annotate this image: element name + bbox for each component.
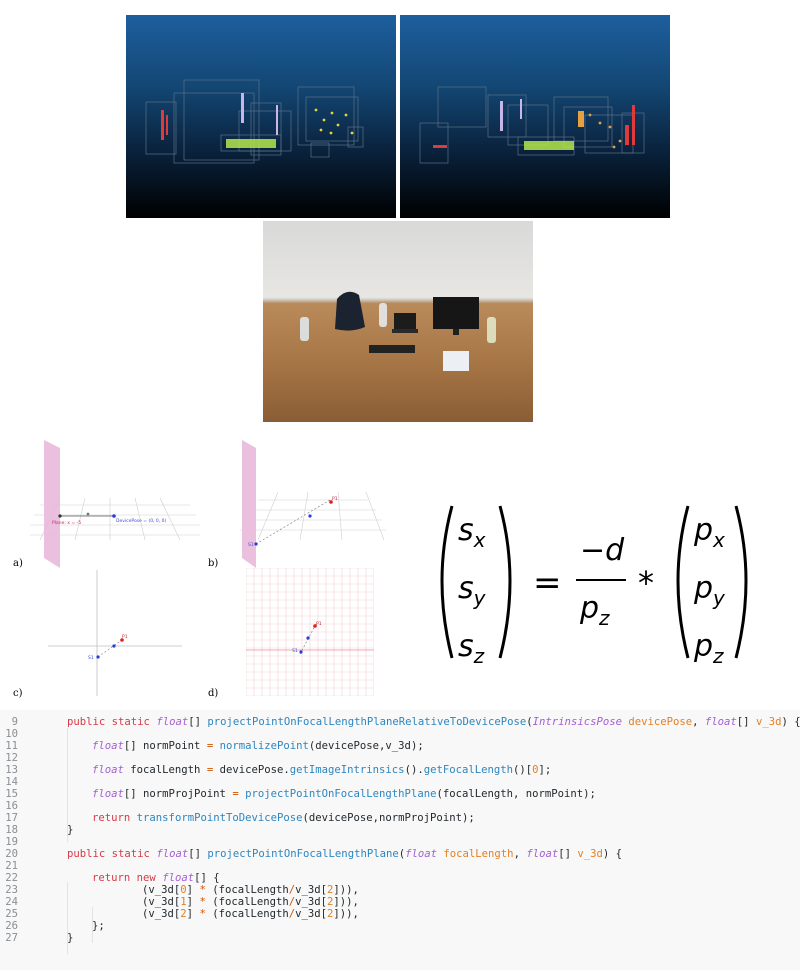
code-text: (v_3d[1] * (focalLength/v_3d[2])),	[142, 896, 359, 908]
equation-operator: *	[638, 564, 654, 602]
code-text: public static float[] projectPointOnFoca…	[67, 716, 800, 728]
code-text: }	[67, 932, 74, 944]
point-cloud-right-svg	[419, 86, 645, 164]
code-line: 13 float focalLength = devicePose.getImag…	[0, 764, 800, 776]
equation-numerator: −d	[580, 533, 625, 568]
room-photo	[263, 221, 533, 422]
rhs-1: py	[693, 571, 726, 610]
code-listing: 9 public static float[] projectPointOnFoc…	[0, 710, 800, 970]
line-number: 12	[5, 752, 18, 764]
line-number: 21	[5, 860, 18, 872]
projection-equation-svg: sx sy sz px py pz −d pz = *	[440, 505, 748, 668]
plane-label: Plane: x = -5	[52, 520, 81, 526]
code-line: 19	[0, 836, 800, 848]
code-text: }	[67, 824, 74, 836]
line-number: 10	[5, 728, 18, 740]
subfigure-d: S1 P1	[246, 568, 374, 696]
line-number: 24	[5, 896, 18, 908]
line-number: 16	[5, 800, 18, 812]
svg-text:=: =	[533, 563, 562, 603]
code-line: 22 return new float[] {	[0, 872, 800, 884]
code-line: 25 (v_3d[2] * (focalLength/v_3d[2])),	[0, 908, 800, 920]
code-text: float[] normProjPoint = projectPointOnFo…	[92, 788, 596, 800]
code-line: 11 float[] normPoint = normalizePoint(dev…	[0, 740, 800, 752]
code-text: };	[92, 920, 105, 932]
line-number: 9	[11, 716, 18, 728]
sublabel-b: b)	[208, 558, 219, 569]
code-line: 21	[0, 860, 800, 872]
code-line: 12	[0, 752, 800, 764]
lhs-0: sx	[458, 513, 486, 552]
subfigure-a-svg: Plane: x = -5 DevicePose = (0, 0, 0)	[30, 440, 200, 568]
line-number: 15	[5, 788, 18, 800]
code-text: return transformPointToDevicePose(device…	[92, 812, 475, 824]
code-text: float[] normPoint = normalizePoint(devic…	[92, 740, 424, 752]
line-number: 19	[5, 836, 18, 848]
code-text: return new float[] {	[92, 872, 220, 884]
code-line: 9 public static float[] projectPointOnFoc…	[0, 716, 800, 728]
sublabel-d: d)	[208, 688, 219, 699]
code-line: 15 float[] normProjPoint = projectPointOn…	[0, 788, 800, 800]
code-text: (v_3d[2] * (focalLength/v_3d[2])),	[142, 908, 359, 920]
room-photo-svg	[300, 291, 496, 371]
indent-guide	[67, 728, 68, 842]
line-number: 13	[5, 764, 18, 776]
subfigure-c: S1 P1	[40, 568, 190, 698]
point-cloud-left	[126, 15, 396, 218]
subfigure-b-svg: S1 P1	[240, 440, 386, 568]
code-line: 26};	[0, 920, 800, 932]
code-line: 23 (v_3d[0] * (focalLength/v_3d[2])),	[0, 884, 800, 896]
code-line: 18}	[0, 824, 800, 836]
line-number: 11	[5, 740, 18, 752]
subfigure-b: S1 P1	[238, 430, 388, 570]
code-text: public static float[] projectPointOnFoca…	[67, 848, 623, 860]
sublabel-c: c)	[13, 688, 23, 699]
indent-guide	[92, 907, 93, 943]
line-number: 22	[5, 872, 18, 884]
rhs-0: px	[693, 513, 725, 552]
code-text: float focalLength = devicePose.getImageI…	[92, 764, 552, 776]
p1-label-b: P1	[332, 496, 338, 502]
code-line: 14	[0, 776, 800, 788]
s1-label-d: S1	[292, 648, 298, 654]
sublabel-a: a)	[13, 558, 23, 569]
subfigure-a: Plane: x = -5 DevicePose = (0, 0, 0)	[30, 430, 200, 570]
code-line: 24 (v_3d[1] * (focalLength/v_3d[2])),	[0, 896, 800, 908]
line-number: 18	[5, 824, 18, 836]
code-line: 27}	[0, 932, 800, 944]
p1-label-d: P1	[316, 621, 322, 627]
subfigure-c-svg: S1 P1	[48, 570, 182, 696]
line-number: 26	[5, 920, 18, 932]
subfigure-d-svg: S1 P1	[246, 568, 374, 696]
line-number: 27	[5, 932, 18, 944]
line-number: 17	[5, 812, 18, 824]
lhs-2: sz	[458, 629, 485, 668]
pose-label: DevicePose = (0, 0, 0)	[116, 518, 167, 524]
p1-label-c: P1	[122, 634, 128, 640]
line-number: 23	[5, 884, 18, 896]
s1-label-b: S1	[248, 542, 254, 548]
code-line: 16	[0, 800, 800, 812]
line-number: 25	[5, 908, 18, 920]
point-cloud-left-svg	[145, 79, 364, 164]
code-line: 17 return transformPointToDevicePose(devi…	[0, 812, 800, 824]
s1-label-c: S1	[88, 655, 94, 661]
line-number: 14	[5, 776, 18, 788]
equation-denominator: pz	[579, 591, 610, 630]
code-line: 10	[0, 728, 800, 740]
code-line: 20 public static float[] projectPointOnFo…	[0, 848, 800, 860]
indent-guide	[67, 882, 68, 954]
lhs-1: sy	[458, 571, 487, 610]
code-text: (v_3d[0] * (focalLength/v_3d[2])),	[142, 884, 359, 896]
point-cloud-right	[400, 15, 670, 218]
line-number: 20	[5, 848, 18, 860]
projection-equation: sx sy sz px py pz −d pz = *	[430, 498, 800, 668]
rhs-2: pz	[693, 629, 724, 668]
